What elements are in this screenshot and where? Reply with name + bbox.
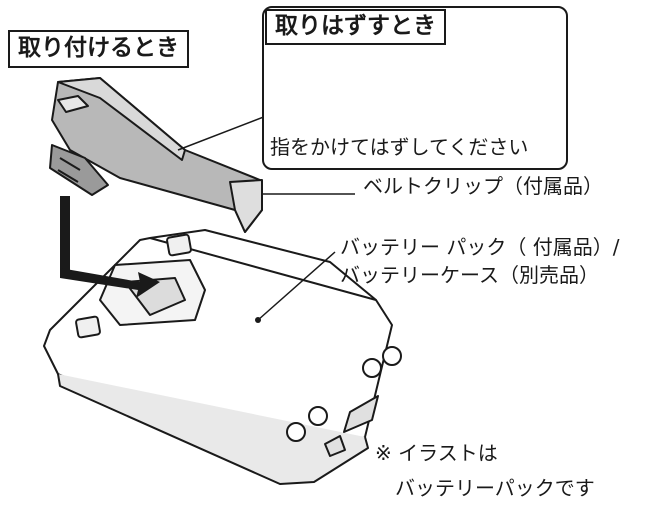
- belt-clip-callout: ベルトクリップ（付属品）: [363, 174, 603, 198]
- battery-callout-line-2: バッテリーケース（別売品）: [340, 263, 599, 287]
- attach-title: 取り付けるとき: [8, 30, 189, 68]
- note-line-1: ※ イラストは: [375, 441, 498, 465]
- note-line-2: バッテリーパックです: [395, 476, 595, 500]
- insert-arrow: [60, 196, 160, 298]
- belt-clip-illustration: [49, 77, 263, 233]
- battery-pack-illustration: [43, 229, 402, 485]
- battery-callout-line-1: バッテリー パック（ 付属品）/: [340, 235, 620, 259]
- remove-title: 取りはずすとき: [265, 9, 446, 45]
- remove-instruction: 指をかけてはずしてください: [270, 135, 529, 159]
